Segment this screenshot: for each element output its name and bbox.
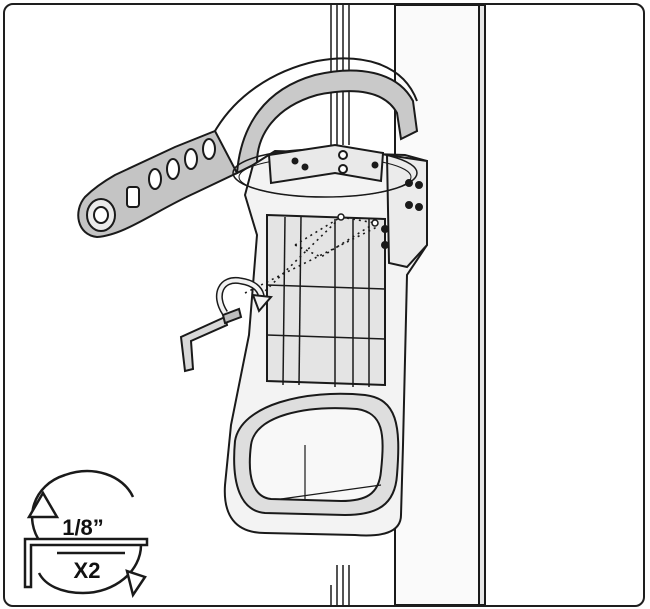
quantity-label: X2 [74,558,101,583]
assembly-illustration: 1/8” X2 [23,5,486,605]
instruction-panel: 1/8” X2 [3,3,645,607]
hex-wrench-size-icon: 1/8” X2 [23,469,149,599]
cylinder-holder [223,143,428,537]
wrench-size-label: 1/8” [62,515,104,540]
allen-key-icon [179,307,243,373]
screw-guide-line [244,216,378,296]
holder-strap [77,57,419,239]
clockwise-rotate-icon [216,276,273,315]
screw-holes [337,213,379,227]
